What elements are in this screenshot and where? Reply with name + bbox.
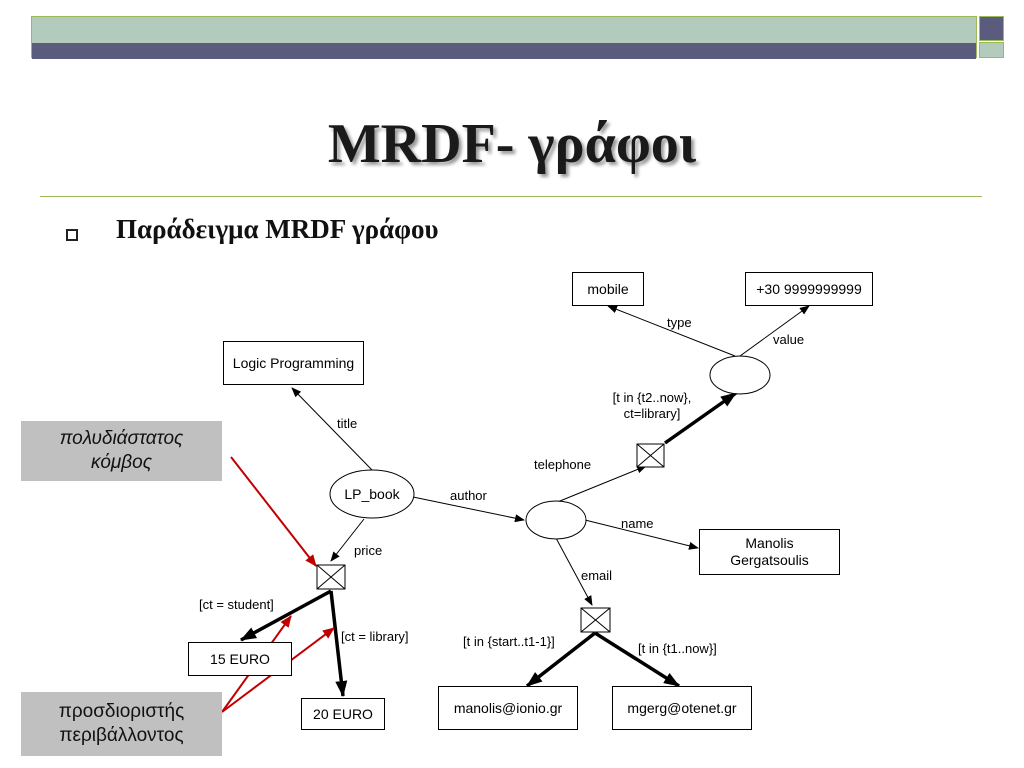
label-ct-library: [ct = library] — [341, 629, 409, 644]
edge-type — [607, 305, 736, 357]
author-ellipse — [525, 500, 587, 540]
edge-telephone — [554, 465, 647, 504]
node-lp-book-label: LP_book — [344, 486, 400, 502]
edge-author — [412, 496, 525, 523]
corner-square-top — [979, 16, 1004, 41]
label-author: author — [450, 488, 487, 503]
node-email-ionio: manolis@ionio.gr — [438, 686, 578, 730]
multidimensional-node-email — [580, 607, 611, 633]
node-lp-book-ellipse — [329, 469, 415, 519]
label-telephone: telephone — [534, 457, 592, 472]
multidimensional-node-telephone — [636, 443, 665, 468]
edge-ct-library — [329, 590, 348, 697]
edge-name — [584, 519, 699, 550]
callout-context-specifier: προσδιοριστής περιβάλλοντος — [21, 692, 222, 756]
node-20-euro: 20 EURO — [301, 698, 385, 730]
label-title: title — [337, 416, 358, 431]
edge-t-now — [594, 631, 680, 688]
bullet-square-icon — [66, 229, 78, 241]
node-manolis-gergatsoulis: Manolis Gergatsoulis — [699, 529, 840, 575]
node-logic-programming: Logic Programming — [223, 341, 364, 385]
callout-multidimensional-node: πολυδιάστατος κόμβος — [21, 421, 222, 481]
top-decoration-bar — [31, 16, 977, 59]
edge-title — [291, 387, 373, 471]
corner-square-bottom — [979, 42, 1004, 58]
edge-email — [555, 537, 593, 606]
label-email: email — [581, 568, 613, 583]
edge-t-start — [525, 631, 597, 688]
label-value: value — [773, 332, 805, 347]
slide-title: MRDF- γράφοι — [327, 113, 697, 175]
label-type: type — [667, 315, 692, 330]
label-name: name — [621, 516, 654, 531]
title-divider — [40, 196, 982, 197]
edge-price — [330, 518, 365, 562]
label-t-start: [t in {start..t1-1}] — [463, 634, 555, 649]
node-phone-number: +30 9999999999 — [745, 272, 873, 306]
label-price: price — [354, 543, 383, 558]
label-t-now: [t in {t1..now}] — [638, 641, 717, 656]
telephone-ellipse — [709, 355, 771, 395]
node-mobile: mobile — [572, 272, 644, 306]
bullet-text: Παράδειγμα MRDF γράφου — [116, 214, 439, 244]
node-15-euro: 15 EURO — [188, 642, 292, 676]
multidimensional-node-price — [316, 564, 346, 590]
edge-tel-context — [663, 391, 738, 445]
callout-arrow-node — [230, 456, 317, 567]
label-tel-context: [t in {t2..now}, ct=library] — [612, 390, 692, 421]
edge-value — [739, 305, 810, 357]
node-email-otenet: mgerg@otenet.gr — [612, 686, 752, 730]
label-ct-student: [ct = student] — [199, 597, 274, 612]
